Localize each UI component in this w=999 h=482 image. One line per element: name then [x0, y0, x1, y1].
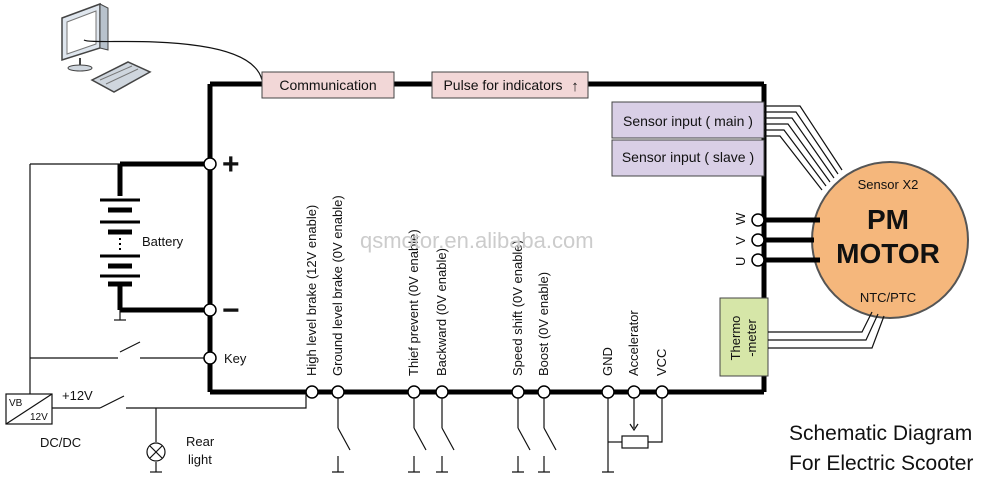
input-label-thief-prevent: Thief prevent (0V enable) — [406, 229, 421, 376]
dcdc-vb-label: VB — [9, 398, 23, 409]
communication-box — [261, 71, 395, 99]
dcdc-plus12v-label: +12V — [62, 388, 93, 403]
sensor-slave-box — [611, 139, 765, 177]
motor-sensor-label: Sensor X2 — [858, 177, 919, 192]
sensor-slave-label: Sensor input ( slave ) — [622, 149, 754, 165]
caption-line1: Schematic Diagram — [789, 422, 972, 445]
battery-symbol — [100, 157, 217, 317]
caption-line2: For Electric Scooter — [789, 452, 973, 475]
input-label-gnd: GND — [600, 347, 615, 376]
communication-label: Communication — [279, 77, 376, 93]
input-label-high-brake: High level brake (12V enable) — [304, 205, 319, 376]
pulse-indicators-label: Pulse for indicators — [443, 77, 562, 93]
rear-light-label-line1: Rear — [186, 434, 215, 449]
input-label-backward: Backward (0V enable) — [434, 248, 449, 376]
battery-plus-label: + — [222, 148, 240, 181]
pulse-arrow-icon: ↑ — [571, 78, 579, 95]
rear-light-icon — [146, 442, 166, 462]
pulse-indicators-box — [431, 71, 589, 99]
key-terminal — [203, 351, 217, 365]
accelerator-potentiometer — [621, 435, 649, 449]
dcdc-label: DC/DC — [40, 435, 81, 450]
key-label: Key — [224, 351, 247, 366]
battery-ground — [114, 310, 126, 321]
battery-minus-label: − — [222, 294, 240, 327]
rear-light-label-line2: light — [188, 452, 212, 467]
input-switches — [332, 398, 663, 473]
sensor-main-label: Sensor input ( main ) — [623, 113, 753, 129]
phase-v-label: V — [733, 236, 748, 245]
phase-u-label: U — [733, 257, 748, 266]
thermometer-label-line1: Thermo — [728, 316, 743, 361]
input-label-vcc: VCC — [654, 349, 669, 376]
thermo-wires — [768, 311, 885, 349]
input-label-ground-brake: Ground level brake (0V enable) — [330, 195, 345, 376]
supply-wiring — [29, 163, 204, 395]
computer-icon — [61, 2, 109, 72]
keyboard-icon — [90, 61, 152, 93]
input-label-accelerator: Accelerator — [626, 310, 641, 376]
dcdc-12v-label: 12V — [30, 412, 48, 423]
sensor-wires — [764, 105, 843, 191]
thermometer-box — [719, 297, 769, 377]
input-label-boost: Boost (0V enable) — [536, 272, 551, 376]
phase-w-label: W — [733, 212, 748, 225]
thermometer-label-line2: -meter — [744, 319, 759, 357]
input-label-speed-shift: Speed shift (0V enable) — [510, 240, 525, 376]
sensor-main-box — [611, 101, 765, 139]
phase-connections — [751, 213, 820, 267]
motor-title-line2: MOTOR — [836, 238, 940, 269]
watermark: qsmotor.en.alibaba.com — [360, 228, 594, 253]
communication-cable — [83, 39, 263, 81]
motor-title-line1: PM — [867, 204, 909, 235]
battery-label: Battery — [142, 234, 184, 249]
motor-ntc-label: NTC/PTC — [860, 290, 916, 305]
dcdc-wiring — [52, 392, 307, 473]
